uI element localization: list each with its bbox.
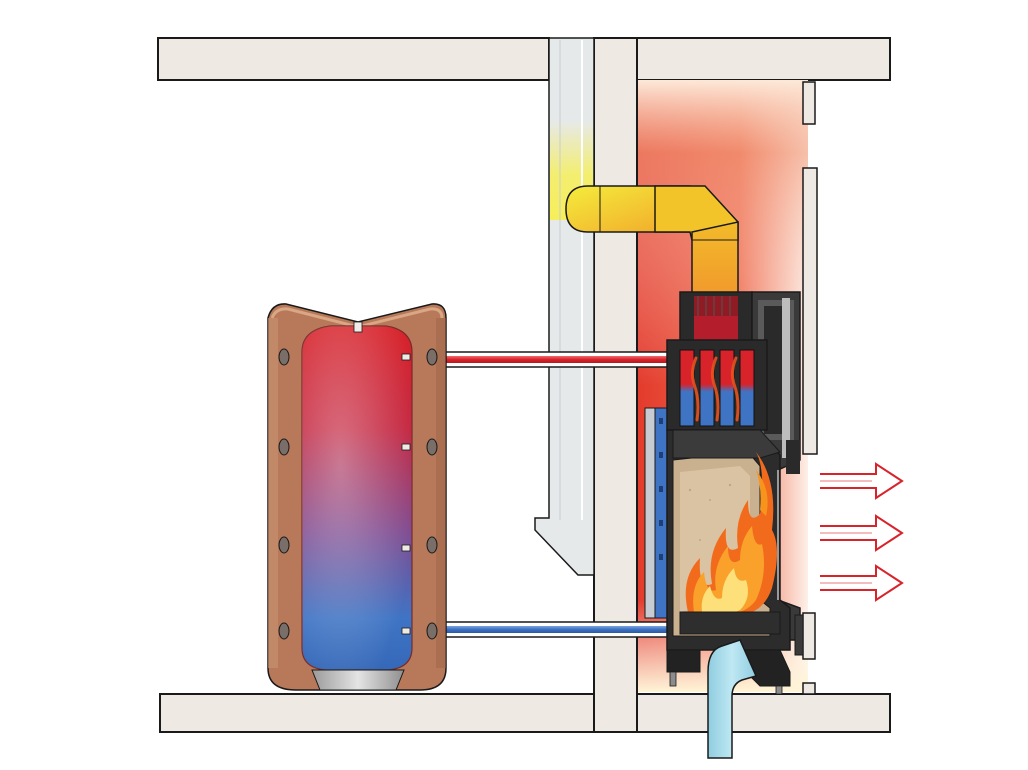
heat-arrow-icon — [820, 462, 904, 500]
ash-pan — [679, 611, 781, 635]
ceiling-slab-right — [593, 37, 891, 81]
pipes — [404, 351, 671, 638]
building-structure — [157, 37, 891, 733]
chimney — [534, 37, 595, 576]
exchanger-tubes — [679, 349, 755, 427]
tank-nozzles — [401, 353, 411, 635]
hot-gas-wisps — [690, 356, 740, 422]
floor-slab-right — [636, 693, 891, 733]
flue-pipe — [565, 185, 739, 295]
baffle-plate — [672, 429, 781, 459]
air-inlet-duct — [707, 639, 758, 759]
air-inlet — [707, 639, 758, 759]
partition-wall — [593, 37, 638, 733]
enclosure-panel — [802, 167, 818, 455]
heat-arrow-icon — [820, 514, 904, 552]
heat-arrow-icon — [820, 564, 904, 602]
ceiling-slab-left — [157, 37, 550, 81]
buffer-tank — [267, 303, 447, 691]
water-jacket-back — [654, 407, 668, 619]
floor-slab-left — [159, 693, 598, 733]
tank-base — [311, 669, 405, 691]
chimney-shaft — [534, 37, 595, 576]
flue-vertical — [691, 221, 739, 295]
fire-flame — [685, 452, 777, 616]
radiant-heat-arrows — [820, 462, 904, 602]
tank-ports-right — [426, 348, 438, 640]
base-vent-grille — [802, 682, 816, 695]
upper-vent-grille — [802, 81, 816, 125]
tank-ports-left — [278, 348, 290, 640]
lower-vent-grille — [802, 612, 816, 660]
fireplace-base — [666, 649, 701, 673]
fireplace — [644, 291, 804, 695]
